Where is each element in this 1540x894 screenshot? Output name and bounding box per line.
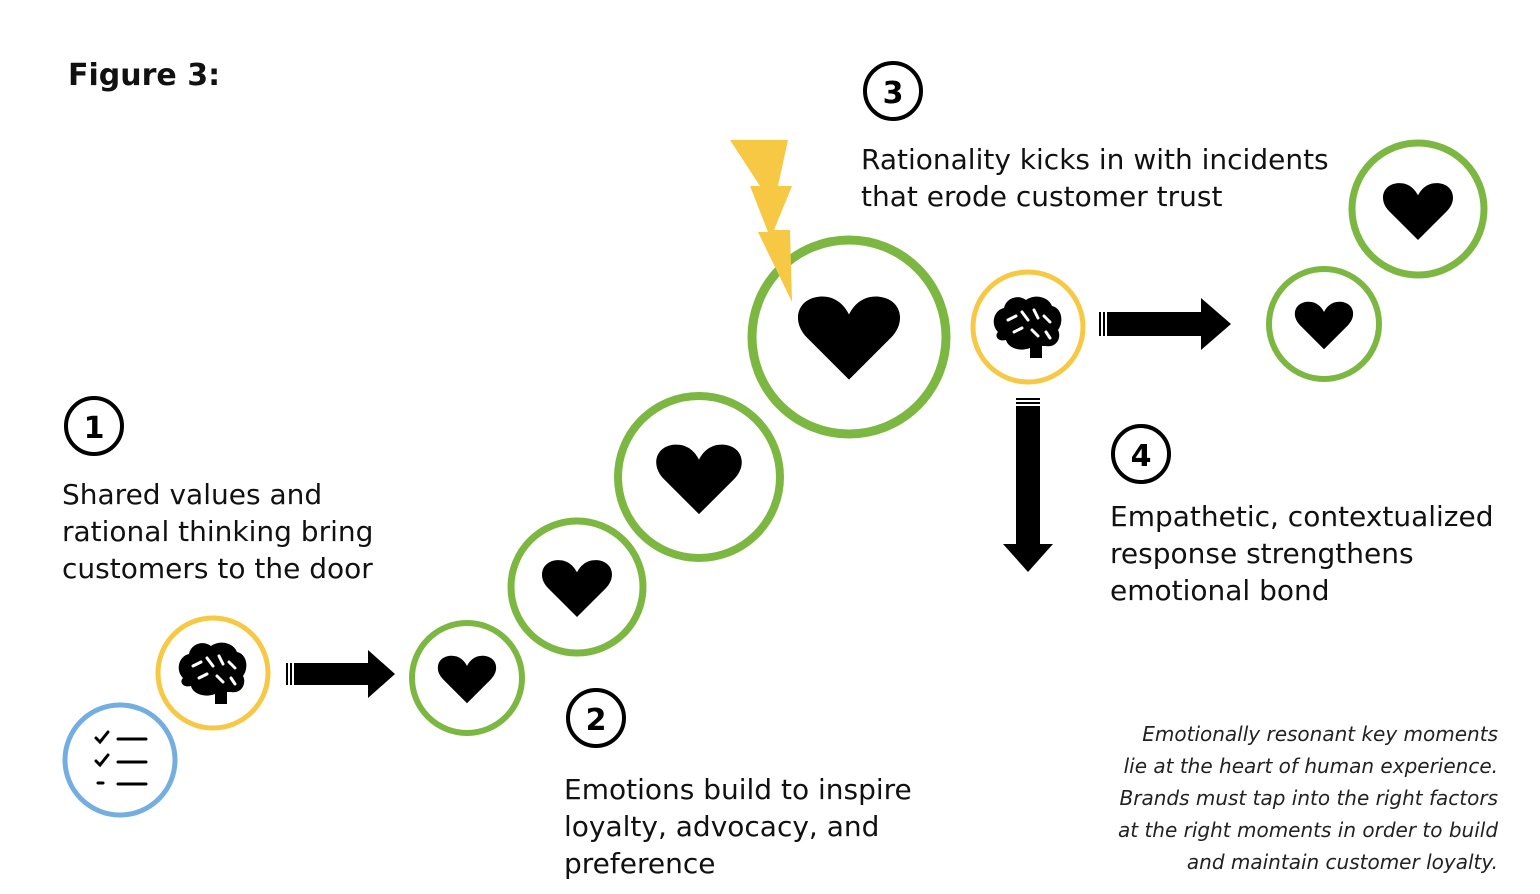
step-3-line-1: Rationality kicks in with incidents: [861, 143, 1329, 176]
step-2-number: 2: [586, 703, 607, 738]
footnote-line-1: Emotionally resonant key moments: [1142, 722, 1498, 746]
step-2-line-3: preference: [564, 847, 716, 880]
heart-node-3: [614, 392, 784, 562]
checklist-icon: [94, 730, 148, 786]
step-1-line-1: Shared values and: [62, 478, 323, 511]
step-4-line-2: response strengthens: [1110, 537, 1414, 570]
lightning-icon: [730, 140, 792, 302]
step-2-line-2: loyalty, advocacy, and: [564, 810, 880, 843]
footnote-line-2: lie at the heart of human experience.: [1123, 754, 1498, 778]
step-3-number: 3: [883, 76, 904, 111]
heart-node-5: [1266, 266, 1382, 382]
step-1-description: Shared values and rational thinking brin…: [62, 476, 373, 587]
step-1-line-2: rational thinking bring: [62, 515, 374, 548]
arrow-down-icon: [1003, 398, 1053, 572]
checklist-node: [62, 702, 178, 818]
heart-node-1: [409, 620, 525, 736]
arrow-right-icon-1: [286, 650, 395, 698]
step-4-badge: 4: [1111, 424, 1171, 484]
footnote-line-3: Brands must tap into the right factors: [1119, 786, 1499, 810]
rational-brain-node-1: [155, 615, 271, 731]
arrow-right-icon-2: [1099, 298, 1231, 350]
step-4-description: Empathetic, contextualized response stre…: [1110, 498, 1494, 609]
step-2-line-1: Emotions build to inspire: [564, 773, 912, 806]
step-2-description: Emotions build to inspire loyalty, advoc…: [564, 771, 912, 882]
step-1-line-3: customers to the door: [62, 552, 373, 585]
step-4-number: 4: [1131, 439, 1152, 474]
step-4-line-1: Empathetic, contextualized: [1110, 500, 1494, 533]
step-4-line-3: emotional bond: [1110, 574, 1330, 607]
heart-node-2: [507, 517, 647, 657]
step-1-number: 1: [84, 411, 105, 446]
step-3-line-2: that erode customer trust: [861, 180, 1223, 213]
step-3-badge: 3: [863, 61, 923, 121]
footnote-line-4: at the right moments in order to build: [1118, 818, 1499, 842]
step-2-badge: 2: [566, 688, 626, 748]
figure-title: Figure 3:: [68, 58, 221, 93]
heart-node-6: [1348, 139, 1488, 279]
rational-brain-node-2: [970, 269, 1086, 385]
step-3-description: Rationality kicks in with incidents that…: [861, 141, 1329, 215]
footnote: Emotionally resonant key moments lie at …: [1118, 718, 1498, 878]
heart-node-4: [747, 235, 951, 439]
step-1-badge: 1: [64, 396, 124, 456]
footnote-line-5: and maintain customer loyalty.: [1186, 850, 1498, 874]
